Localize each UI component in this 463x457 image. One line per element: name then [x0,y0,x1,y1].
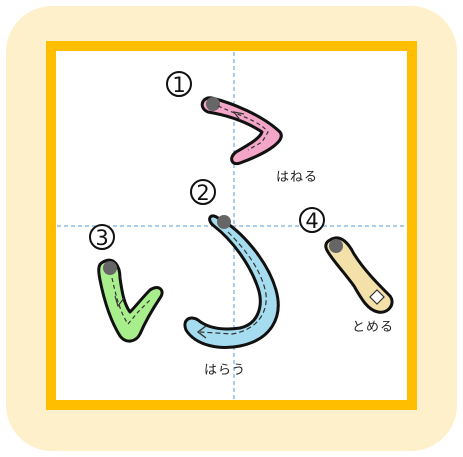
stroke-1-shape [200,96,283,166]
stroke-2-label: はらう [204,363,247,378]
stroke-1-label: はねる [276,170,319,185]
stroke-1-start-dot [206,97,220,111]
stroke-4-label: とめる [352,320,395,335]
stroke-4-end-diamond [369,289,385,305]
stroke-1-number: 1 [166,71,192,97]
stroke-3-shape [97,258,164,343]
stroke-4-start-dot [329,239,343,253]
stroke-2-shape [183,214,280,349]
stroke-4-shape [324,236,394,314]
stroke-3-number: 3 [89,224,115,250]
stroke-2-start-dot [217,215,231,229]
stroke-2-number: 2 [190,179,216,205]
stroke-4-number: 4 [299,207,325,233]
stroke-3-start-dot [103,261,117,275]
